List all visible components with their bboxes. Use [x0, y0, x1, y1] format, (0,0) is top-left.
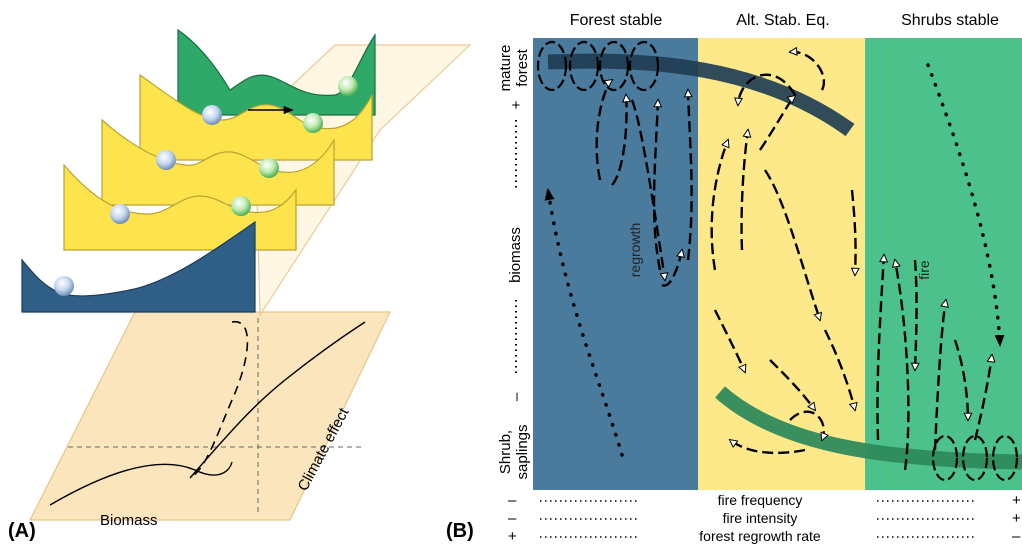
bottom-axis-row: + forest regrowth rate –: [508, 528, 1021, 545]
hysteresis-upper-branch: [189, 321, 366, 479]
ball-blue: [54, 276, 74, 296]
panel-a-label: (A): [8, 520, 36, 542]
dotted-fire-path: [926, 63, 1005, 347]
potential-well-green: [177, 28, 376, 116]
potential-well-yellow-4: [139, 73, 373, 161]
axis-label: fire frequency: [718, 492, 803, 508]
dotted-regrowth-path: [544, 188, 624, 457]
panel-b-label: (B): [446, 520, 474, 542]
regrowth-label: regrowth: [627, 223, 643, 277]
shrub-loops: [931, 434, 1019, 482]
axis-label: fire intensity: [723, 510, 798, 526]
ball-green: [303, 113, 323, 133]
left-sign: –: [508, 492, 517, 509]
forest-equilibrium-band: [547, 53, 855, 137]
right-sign: –: [1012, 528, 1021, 545]
ball-blue: [110, 204, 130, 224]
x-axis-label: Biomass: [100, 512, 158, 529]
panel-b: Forest stable Alt. Stab. Eq. Shrubs stab…: [446, 12, 1022, 545]
alt-stable-loop: [710, 52, 856, 455]
panel-a: (A) Biomass Climate effect: [8, 28, 472, 542]
region-forest-stable: [533, 38, 698, 490]
left-sign: –: [508, 510, 517, 527]
shrub-fire-arrows: [876, 255, 992, 471]
axis-label: forest regrowth rate: [699, 528, 821, 544]
potential-well-yellow-2: [63, 163, 297, 251]
hysteresis-unstable-branch: [189, 321, 249, 479]
bottom-axes: – fire frequency + – fire intensity + + …: [508, 492, 1021, 545]
ball-blue: [202, 105, 222, 125]
y-top-label-line1: mature: [497, 45, 514, 92]
ball-green: [338, 76, 358, 96]
bottom-axis-row: – fire intensity +: [508, 510, 1021, 527]
y-axis: mature forest + biomass – Shrub, sapling…: [497, 45, 531, 480]
forest-regrowth-arrows: [595, 80, 693, 287]
column-header-alt-stab-eq: Alt. Stab. Eq.: [736, 12, 829, 29]
fire-label: fire: [916, 260, 932, 280]
y-top-label-line2: forest: [514, 48, 531, 86]
ball-green: [259, 158, 279, 178]
right-sign: +: [1012, 492, 1021, 509]
ball-blue: [156, 150, 176, 170]
column-header-shrubs-stable: Shrubs stable: [901, 12, 999, 29]
potential-well-blue: [21, 220, 256, 313]
base-plane: [29, 311, 391, 521]
column-header-forest-stable: Forest stable: [570, 12, 663, 29]
y-top-sign: +: [508, 100, 525, 109]
left-sign: +: [508, 528, 517, 545]
forest-fire-loops: [536, 40, 660, 92]
y-bottom-label-line1: Shrub,: [497, 430, 514, 474]
ball-green: [231, 196, 251, 216]
y-middle-label: biomass: [507, 227, 524, 283]
y-bottom-label-line2: saplings: [514, 424, 531, 479]
shrub-equilibrium-band: [715, 386, 1022, 470]
y-bottom-sign: –: [508, 392, 525, 401]
hysteresis-lower-branch: [49, 461, 233, 506]
region-shrubs-stable: [865, 38, 1022, 490]
right-sign: +: [1012, 510, 1021, 527]
bottom-axis-row: – fire frequency +: [508, 492, 1021, 509]
